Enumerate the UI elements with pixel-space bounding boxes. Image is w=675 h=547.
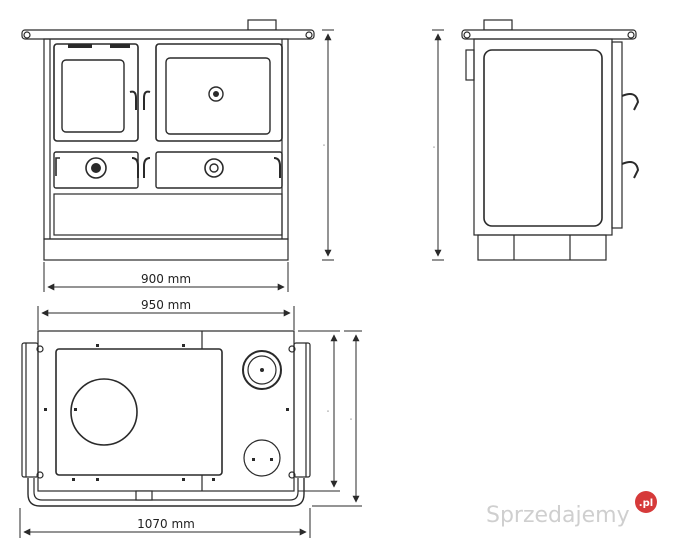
watermark-logo: Sprzedajemy .pl	[486, 491, 657, 528]
side-top-plate	[461, 29, 637, 40]
watermark-badge-icon	[635, 491, 657, 513]
side-flue	[483, 19, 513, 31]
oven-window	[165, 57, 271, 135]
side-handle-bottom	[621, 161, 640, 179]
top-depth-inner-dimension	[298, 330, 340, 492]
width-900-label: 900 mm	[141, 272, 191, 286]
front-height-label: "	[323, 144, 325, 149]
oven-door	[155, 43, 283, 142]
cooking-ring-icon	[70, 378, 138, 446]
top-depth-outer-dimension	[312, 330, 362, 507]
hotplate-area	[55, 348, 223, 476]
firebox-door	[53, 43, 139, 142]
front-drawer	[53, 193, 283, 236]
air-regulator-right-icon	[204, 158, 224, 178]
front-view	[21, 19, 315, 261]
front-height-dimension	[322, 29, 334, 261]
thermometer-icon	[208, 86, 224, 102]
outlet-circle-icon	[243, 439, 281, 477]
top-depth-outer-label: "	[350, 418, 352, 423]
oven-handle	[143, 90, 151, 110]
side-height-label: "	[433, 146, 435, 151]
front-top-plate	[21, 29, 315, 40]
storage-door	[155, 151, 283, 189]
air-regulator-left-icon	[85, 157, 107, 179]
side-view	[461, 19, 640, 261]
top-depth-inner-label: "	[327, 410, 329, 415]
front-flue	[247, 19, 277, 31]
top-view	[21, 330, 311, 507]
width-950-dimension	[37, 306, 295, 330]
rail-left	[21, 342, 39, 478]
width-950-label: 950 mm	[141, 298, 191, 312]
front-plinth	[43, 238, 289, 261]
watermark-badge: .pl	[639, 498, 653, 509]
side-body	[473, 38, 613, 236]
front-rail-end-right	[305, 31, 313, 39]
front-rail-end-left	[23, 31, 31, 39]
side-panel	[483, 49, 603, 227]
firebox-window	[61, 59, 125, 133]
firebox-handle	[129, 90, 137, 110]
width-900-dimension	[43, 262, 289, 292]
towel-bar	[27, 478, 305, 507]
side-plinth	[477, 234, 607, 261]
side-height-dimension	[432, 29, 444, 261]
side-handle-top	[621, 93, 640, 111]
rail-right	[293, 342, 311, 478]
watermark-text: Sprzedajemy	[486, 503, 630, 528]
width-1070-dimension	[19, 508, 311, 538]
flue-collar-icon	[242, 350, 282, 390]
width-1070-label: 1070 mm	[137, 517, 195, 531]
